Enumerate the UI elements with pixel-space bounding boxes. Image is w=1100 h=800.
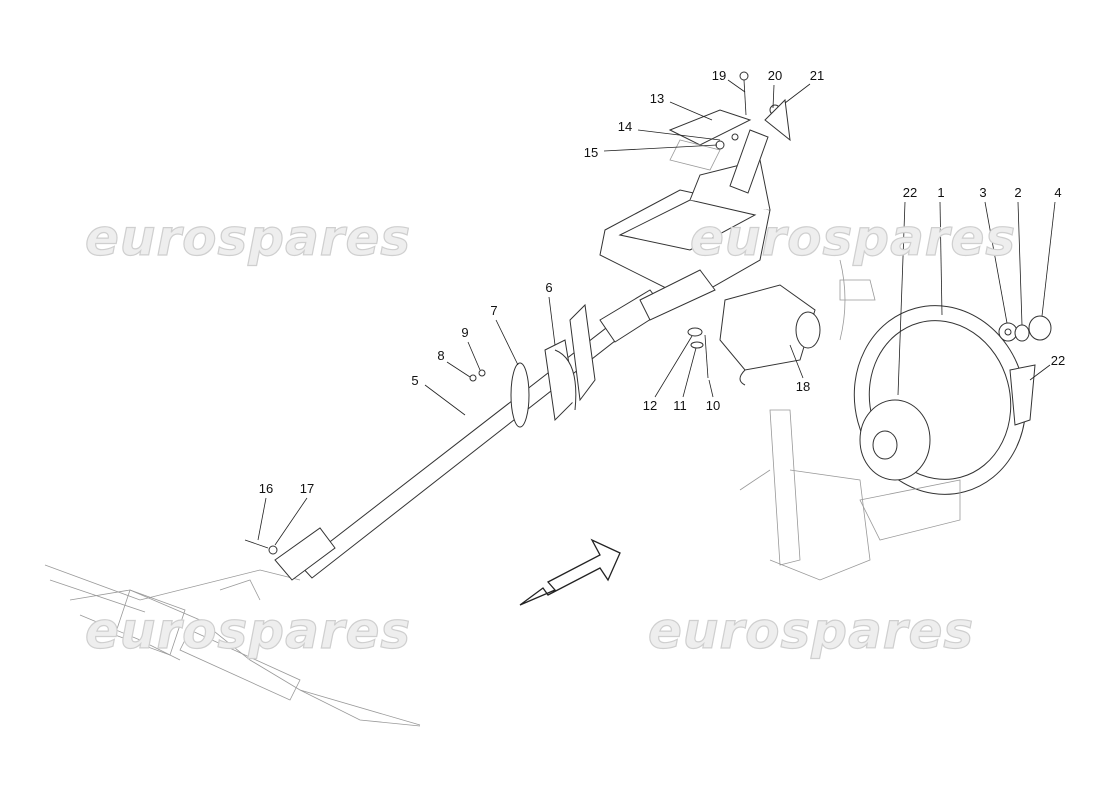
callout-11: 11: [673, 398, 687, 413]
callout-20: 20: [768, 68, 782, 83]
bolts: [244, 327, 709, 555]
callout-14: 14: [618, 119, 632, 134]
intermediate-shaft: [274, 289, 666, 581]
steering-rack: [44, 564, 421, 727]
callout-10: 10: [706, 398, 720, 413]
callout-22: 22: [903, 185, 917, 200]
callout-3: 3: [979, 185, 986, 200]
callout-16: 16: [259, 481, 273, 496]
callout-17: 17: [300, 481, 314, 496]
callout-19: 19: [712, 68, 726, 83]
callout-15: 15: [584, 145, 598, 160]
callout-21: 21: [810, 68, 824, 83]
watermark: eurospares: [648, 602, 974, 660]
steering-column: [599, 129, 771, 321]
callout-7: 7: [490, 303, 497, 318]
watermark: eurospares: [690, 209, 1016, 267]
callout-18: 18: [796, 379, 810, 394]
direction-arrow-icon: [519, 538, 621, 606]
steering-wheel: [839, 259, 1052, 495]
callout-9: 9: [461, 325, 468, 340]
callout-6: 6: [545, 280, 552, 295]
upper-bracket: [668, 71, 791, 171]
column-boot: [510, 303, 596, 428]
watermark: eurospares: [85, 209, 411, 267]
callout-8: 8: [437, 348, 444, 363]
callout-2: 2: [1014, 185, 1021, 200]
ignition-switch: [719, 284, 821, 386]
watermarks: eurospares eurospares eurospares eurospa…: [84, 208, 1016, 660]
callout-labels: 19 20 21 13 14 15 22 1 3 2 4 22 6 7 9 8 …: [259, 68, 1065, 496]
pedal-bracket: [739, 409, 961, 581]
callout-22b: 22: [1051, 353, 1065, 368]
leader-lines: [257, 79, 1056, 546]
callout-4: 4: [1054, 185, 1061, 200]
callout-12: 12: [643, 398, 657, 413]
callout-5: 5: [411, 373, 418, 388]
watermark: eurospares: [85, 602, 411, 660]
callout-13: 13: [650, 91, 664, 106]
callout-1: 1: [937, 185, 944, 200]
